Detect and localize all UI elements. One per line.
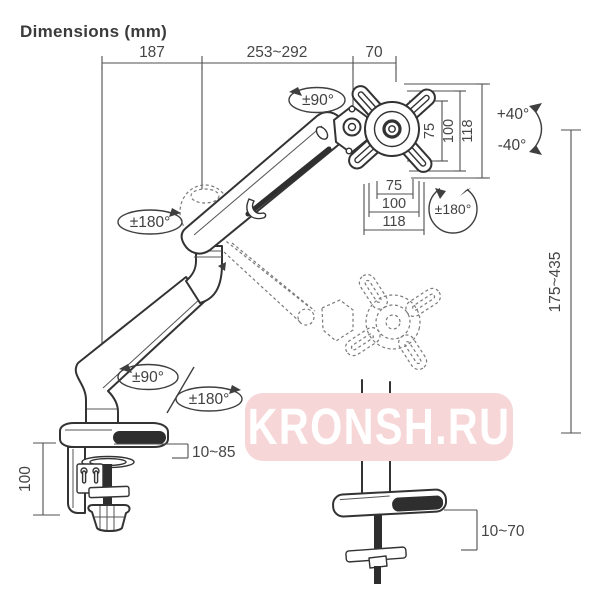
watermark: KRONSH.RU — [245, 393, 513, 461]
head-swivel-annotation — [288, 86, 346, 114]
dim-vesa-v-118: 118 — [460, 119, 476, 142]
angle-base-rotate: ±180° — [189, 391, 230, 408]
clamp-height-dimension — [33, 442, 60, 516]
angle-tilt-up: +40° — [497, 106, 530, 123]
dim-top-mid: 253~292 — [247, 44, 308, 61]
arm-cable-hole — [315, 126, 329, 140]
vesa-rotate-annotation — [428, 182, 478, 234]
grommet-rod — [374, 505, 382, 567]
angle-elbow-rotate: ±180° — [130, 214, 171, 231]
dim-vesa-v-100: 100 — [441, 119, 457, 143]
cable-hook — [246, 198, 267, 220]
grommet-clamp — [332, 488, 448, 584]
watermark-text: KRONSH.RU — [248, 398, 511, 455]
top-dimension-line — [101, 56, 397, 70]
dim-grommet-thickness: 10~70 — [481, 523, 525, 540]
vesa-plate — [348, 85, 436, 173]
desk-clamp — [59, 422, 169, 532]
head-joint — [333, 105, 368, 155]
grommet-slab-groove — [392, 495, 444, 512]
dim-vesa-h-100: 100 — [382, 196, 406, 212]
dim-vesa-v-75: 75 — [422, 123, 438, 139]
desk-thickness-dimension — [114, 443, 189, 459]
grommet-thickness-dimension — [444, 509, 478, 551]
dim-height-range: 175~435 — [547, 252, 564, 313]
clamp-lower-bar — [88, 485, 130, 499]
height-dimension — [561, 129, 581, 434]
clamp-slab-groove — [113, 431, 166, 444]
angle-base-swivel: ±90° — [132, 369, 164, 386]
angle-tilt-down: -40° — [498, 137, 527, 154]
dim-clamp-thickness: 10~85 — [192, 444, 236, 461]
dim-top-left: 187 — [139, 44, 165, 61]
page-title: Dimensions (mm) — [20, 22, 167, 41]
dim-clamp-height: 100 — [17, 466, 34, 492]
annotation-divider — [166, 366, 195, 414]
angle-head-swivel: ±90° — [302, 92, 334, 109]
grommet-rod-tip — [374, 566, 381, 584]
elbow-rotate-annotation — [117, 208, 183, 235]
upper-arm — [180, 111, 346, 255]
grommet-nut — [368, 555, 388, 569]
vesa-vertical-dimensions — [436, 83, 488, 179]
vesa-horizontal-dimensions — [363, 179, 425, 235]
dim-top-right: 70 — [365, 44, 383, 61]
dim-vesa-h-118: 118 — [382, 214, 405, 230]
angle-vesa-rotate: ±180° — [435, 201, 472, 217]
clamp-knob[interactable] — [87, 504, 131, 532]
base-swivel-annotation — [117, 363, 179, 391]
dim-vesa-h-75: 75 — [386, 178, 402, 194]
tilt-annotation — [529, 103, 543, 155]
watermark-background — [245, 393, 513, 461]
base-rotate-annotation — [166, 366, 243, 414]
